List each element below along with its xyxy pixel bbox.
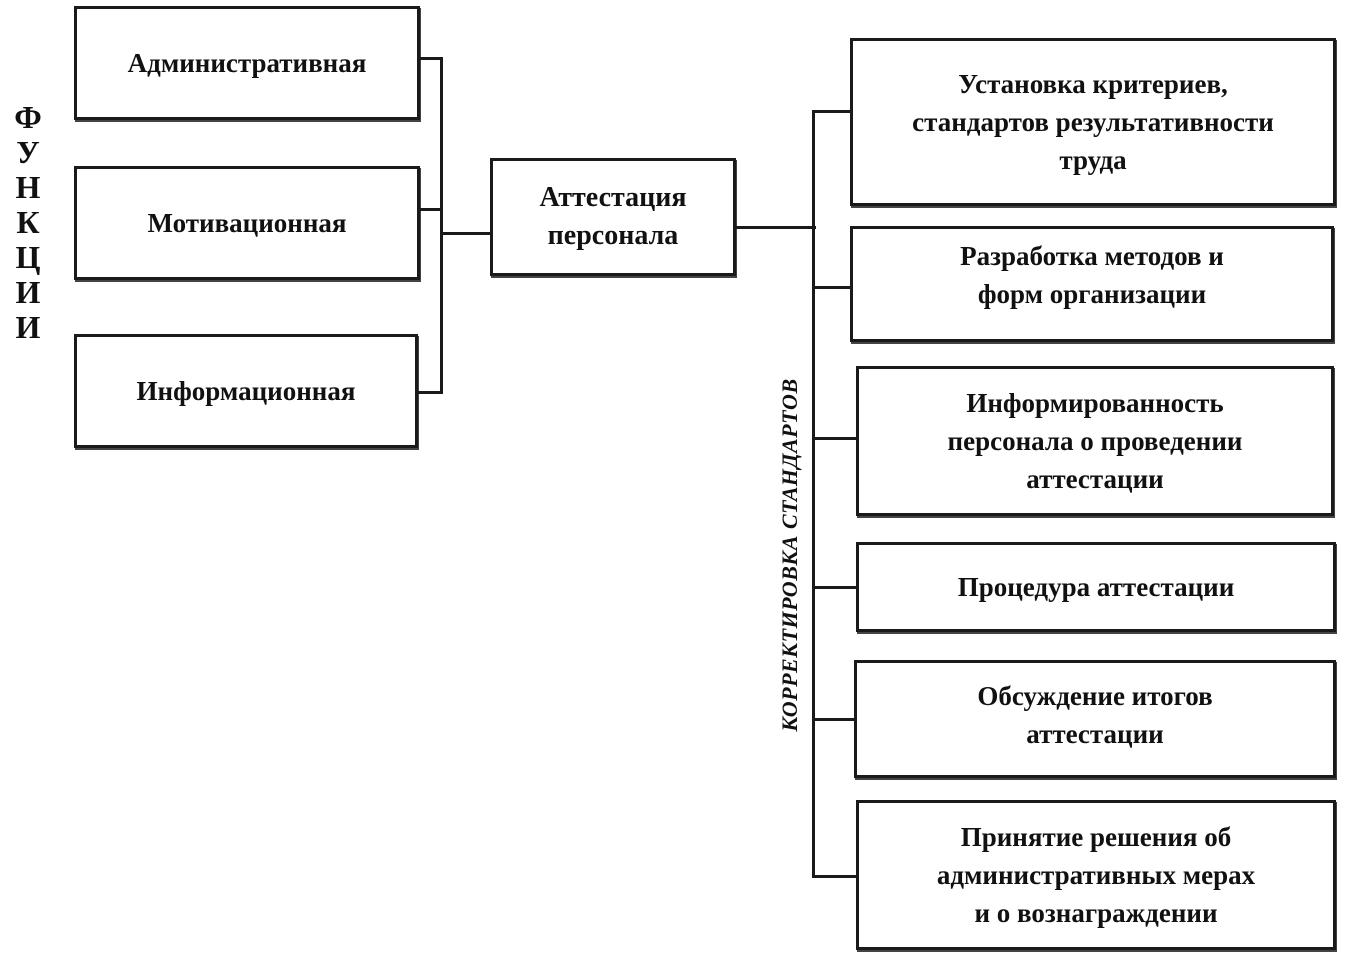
function-label-informational: Информационная [136, 376, 356, 406]
function-box-motivational: Мотивационная [74, 166, 420, 280]
connector-center-to-stages [734, 226, 816, 229]
standards-correction-label: КОРРЕКТИРОВКА СТАНДАРТОВ [777, 378, 802, 732]
connector-functions-to-center [440, 232, 492, 235]
function-label-motivational: Мотивационная [147, 208, 347, 238]
stage-box-methods: Разработка методов и форм организации [850, 226, 1334, 342]
functions-title-letter: Ф [14, 99, 42, 135]
functions-title-letter: И [15, 274, 41, 310]
connector-stage-6 [812, 875, 858, 878]
stage-label-procedure: Процедура аттестации [957, 572, 1235, 602]
connector-stage-2 [812, 286, 852, 289]
connector-stage-1 [812, 110, 852, 113]
stage-box-awareness: Информированность персонала о проведении… [856, 366, 1334, 516]
stage-box-decision: Принятие решения об административных мер… [856, 800, 1336, 950]
functions-title-letter: К [16, 204, 40, 240]
stage-box-discussion: Обсуждение итогов аттестации [854, 660, 1336, 778]
center-label-attestation: Аттестация персонала [539, 182, 687, 251]
connector-functions-vertical [440, 57, 443, 394]
stage-label-methods: Разработка методов и форм организации [960, 241, 1224, 309]
function-label-administrative: Административная [127, 48, 367, 78]
connector-functions-2 [418, 208, 442, 211]
center-box-attestation: Аттестация персонала [490, 158, 736, 276]
stage-label-awareness: Информированность персонала о проведении… [947, 388, 1243, 494]
stage-box-criteria: Установка критериев, стандартов результа… [850, 38, 1336, 206]
stage-box-procedure: Процедура аттестации [856, 542, 1336, 632]
functions-title-letter: Ц [15, 239, 41, 275]
connector-functions-1 [418, 57, 442, 60]
connector-stage-3 [812, 437, 858, 440]
connector-functions-3 [418, 391, 442, 394]
connector-stage-5 [812, 718, 856, 721]
function-box-administrative: Административная [74, 6, 420, 120]
connector-stages-vertical [812, 110, 815, 878]
connector-stage-4 [812, 586, 858, 589]
functions-title-letter: И [15, 309, 41, 345]
functions-title-letter: Н [15, 169, 41, 205]
stage-label-decision: Принятие решения об административных мер… [936, 822, 1256, 928]
function-box-informational: Информационная [74, 334, 418, 448]
stage-label-discussion: Обсуждение итогов аттестации [977, 681, 1213, 749]
functions-title-letter: У [16, 134, 40, 170]
stage-label-criteria: Установка критериев, стандартов результа… [912, 69, 1274, 175]
